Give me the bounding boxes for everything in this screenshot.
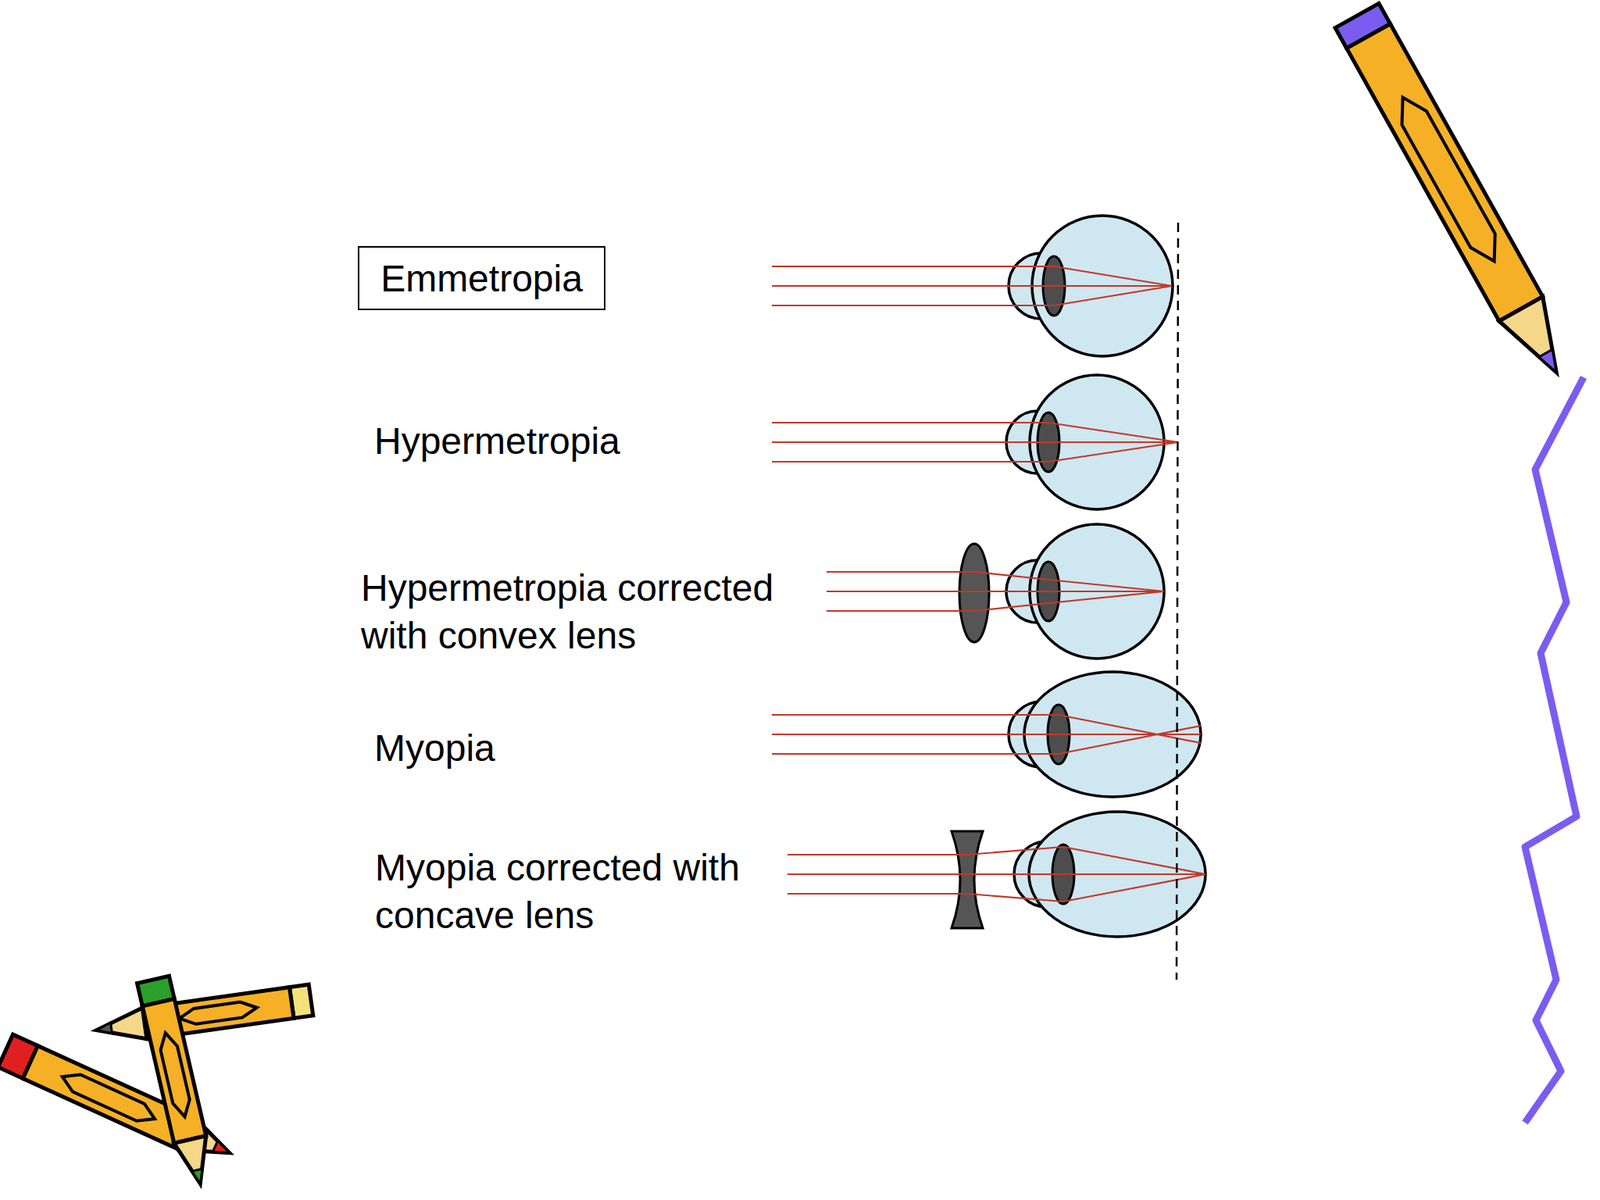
light-ray [771, 725, 1201, 754]
myopic-eye [771, 671, 1201, 797]
light-ray [826, 590, 1165, 593]
convex-lens [959, 543, 990, 643]
term-text: Emmetropia [380, 254, 583, 303]
retina-reference-line [1176, 222, 1179, 980]
pencil-lead [96, 1022, 113, 1036]
condition-label: Hypermetropia corrected with convex lens [360, 564, 815, 660]
pencil-clipart [137, 975, 217, 1188]
hypermetropic-eye [771, 375, 1179, 510]
light-ray [771, 441, 1179, 443]
concave-lens [951, 831, 983, 929]
light-ray [771, 733, 1201, 736]
pencil-tip [174, 1135, 217, 1188]
pencil-tip [94, 1007, 147, 1046]
light-ray [771, 266, 1172, 286]
light-ray [787, 846, 1206, 875]
pencil-clipart [1335, 3, 1579, 385]
term-box: Emmetropia [357, 246, 606, 311]
light-rays [771, 422, 1179, 462]
light-rays [787, 846, 1206, 902]
light-ray [826, 571, 1165, 592]
corrected-hypermetropic-eye [826, 524, 1165, 659]
pencil-decor [58, 1067, 159, 1128]
light-rays [771, 266, 1172, 306]
pencil-lead [212, 1140, 233, 1159]
light-rays [771, 714, 1201, 754]
pencil-body [142, 999, 206, 1144]
light-ray [771, 422, 1179, 443]
corrected-myopic-eye [787, 811, 1206, 937]
pencil-clipart [94, 984, 314, 1046]
pencil-lead [1539, 349, 1564, 376]
decorative-squiggle [1525, 377, 1584, 1123]
pencil-lead [191, 1168, 206, 1186]
pencil-decor [157, 1031, 193, 1119]
condition-label: Hypermetropia [374, 417, 922, 465]
light-ray [771, 285, 1172, 287]
light-ray [787, 874, 1206, 902]
light-ray [826, 591, 1165, 611]
pencil-decor [178, 1000, 258, 1027]
light-ray [771, 442, 1179, 462]
condition-label: Myopia [374, 724, 922, 772]
light-ray [787, 873, 1206, 875]
condition-label: Myopia corrected with concave lens [375, 843, 813, 940]
pencil-tip [1499, 296, 1579, 385]
light-ray [771, 285, 1172, 306]
light-rays [826, 571, 1165, 611]
pencil-decor [1390, 90, 1508, 268]
normal-eye [771, 215, 1173, 357]
pencil-body [1346, 24, 1543, 322]
